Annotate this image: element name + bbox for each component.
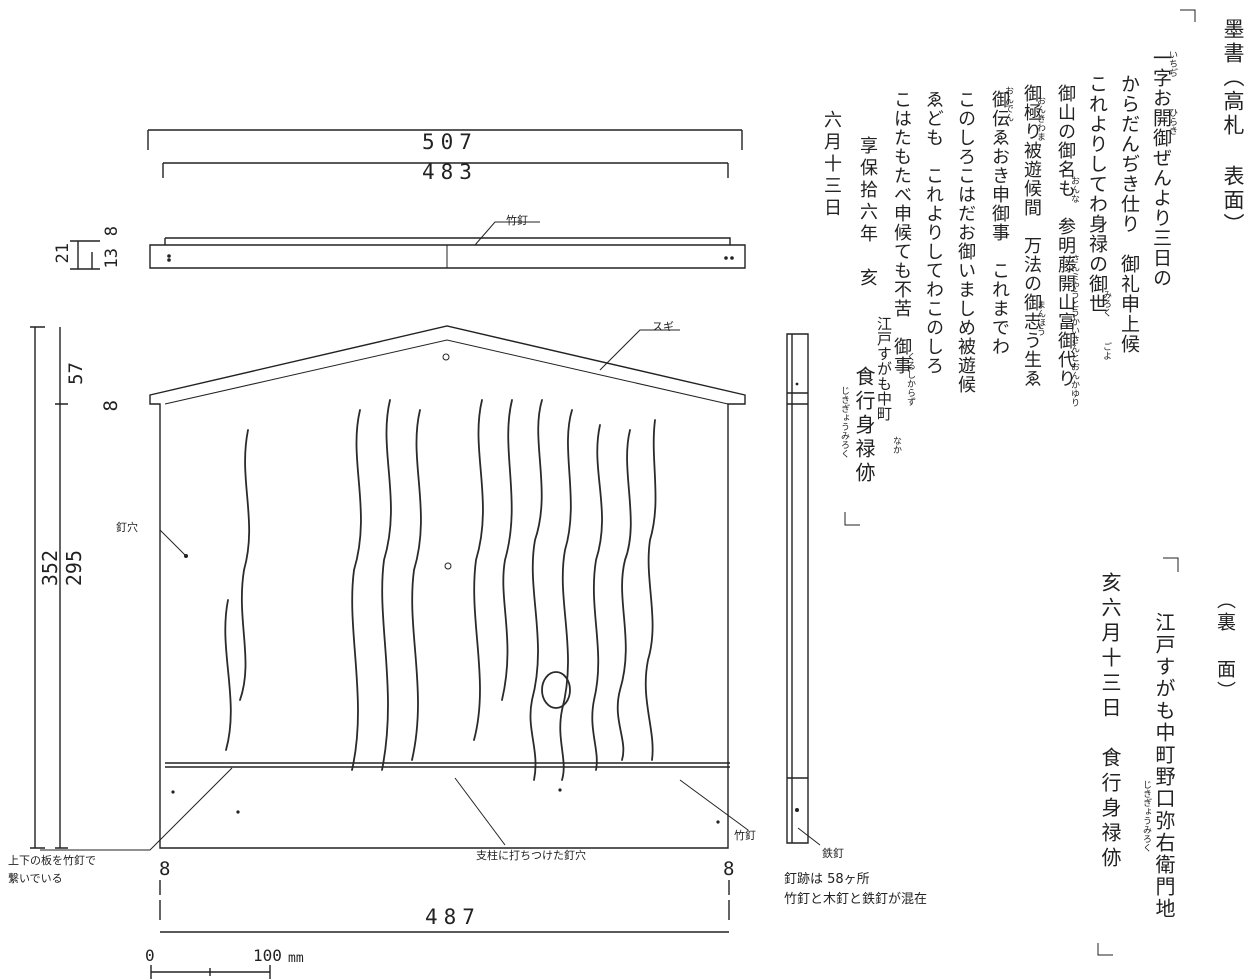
front-line-6: 御伝ゑおき申御事 これまでわ (989, 90, 1010, 356)
scale-zero-label: 0 (145, 946, 155, 965)
joined-note-line1: 上下の板を竹釘で (8, 854, 96, 867)
furigana-sanmyo: さんミやうとうかいさんとおんかゆり (1069, 254, 1079, 407)
furigana-jikigyo: じきぎょうみろく (839, 386, 849, 458)
front-line-4: 御山の御名も 参明藤開山富御代り (1055, 84, 1076, 388)
nail-mix-note: 竹釘と木釘と鉄釘が混在 (784, 892, 928, 907)
signature-place: 江戸すがも中町 (875, 316, 893, 421)
board-seam (165, 762, 730, 768)
nail-count-note: 釘跡は 58ヶ所 (784, 872, 870, 887)
front-line-5: 御極り被遊候間 万法の御志う生ゑ (1021, 84, 1042, 388)
bottom-width-dimension (159, 880, 730, 933)
top-plank (149, 244, 746, 269)
bottom-width-label: 487 (425, 905, 481, 929)
front-line-3: これよりしてわ身禄の御世 (1086, 74, 1108, 314)
front-line-7: このしろこはだお御いましめ被遊候 (955, 90, 976, 394)
signature-name: 食行身禄㑊 (852, 366, 876, 486)
brush-script (224, 399, 657, 781)
bamboo-nail-top-label: 竹釘 (506, 214, 528, 227)
front-line-10: 享保拾六年 亥 (857, 136, 878, 290)
scale-hundred-label: 100 (253, 946, 282, 965)
front-line-11: 六月十三日 (821, 110, 842, 220)
top-thickness-inner-label: 13 (102, 248, 122, 269)
back-line-2: 亥六月十三日 食行身禄㑊 (1098, 572, 1122, 872)
back-heading: （裏 面） (1214, 590, 1236, 703)
top-thickness-small-label: 8 (102, 226, 122, 237)
furigana-naka: なか (891, 436, 901, 454)
gable-height-label: 57 (65, 362, 87, 385)
top-thickness-label: 21 (53, 243, 73, 264)
gable-small-label: 8 (100, 400, 122, 412)
front-heading: 墨書（高札 表面） (1221, 18, 1245, 237)
front-line-1: 一字お開御ぜんより三日の (1150, 48, 1172, 288)
bamboo-nail-bottom-label: 竹釘 (734, 829, 756, 842)
back-line-1: 江戸すがも中町野口弥右衛門地 (1152, 612, 1176, 920)
front-line-9: こはたもたべ申候ても不苦 御事 (891, 90, 912, 375)
side-view-board (786, 333, 809, 844)
furigana-onde: おんでん (1003, 86, 1013, 122)
top-thickness-dimension (70, 240, 100, 270)
front-line-2: からだんぢき仕り 御礼申上候 (1118, 74, 1140, 354)
furigana-manpo: まんほう (1035, 300, 1045, 336)
nail-holes (167, 254, 799, 824)
nail-hole-label: 釘穴 (116, 521, 138, 534)
inner-width-label: 483 (422, 160, 478, 184)
post-nail-hole-label: 支柱に打ちつけた釘穴 (476, 849, 586, 862)
joined-note-line2: 繋いでいる (8, 872, 63, 885)
furigana-kurushikarazu: くるしからず (905, 352, 915, 406)
scale-bar (150, 965, 271, 979)
total-height-label: 352 (38, 550, 62, 587)
body-height-label: 295 (62, 550, 86, 587)
outer-width-label: 507 (422, 130, 478, 154)
bottom-left-margin-label: 8 (159, 858, 171, 880)
furigana-miroku: みろく (1101, 290, 1111, 317)
ema-board-outline (149, 325, 746, 849)
sugi-label: スギ (652, 320, 674, 333)
furigana-jikigyo-back: じきぎょうみろく (1141, 780, 1151, 852)
furigana-onna: おんな (1069, 176, 1079, 203)
bottom-right-margin-label: 8 (723, 858, 735, 880)
front-line-8: ゑども これよりしてわこのしろ (923, 90, 944, 375)
scale-unit-label: mm (288, 951, 304, 966)
iron-nail-label: 鉄釘 (822, 847, 844, 860)
furigana-onkiwama: おんきわま (1035, 96, 1045, 141)
furigana-ichiji: いちぢ (1167, 50, 1177, 77)
outer-width-dimension-line (147, 129, 743, 150)
inner-width-dimension-line (162, 162, 729, 178)
furigana-gyoyo: ごよ (1101, 342, 1111, 360)
furigana-hiraki: ひらき (1167, 108, 1177, 135)
height-dimension-lines (30, 326, 68, 849)
